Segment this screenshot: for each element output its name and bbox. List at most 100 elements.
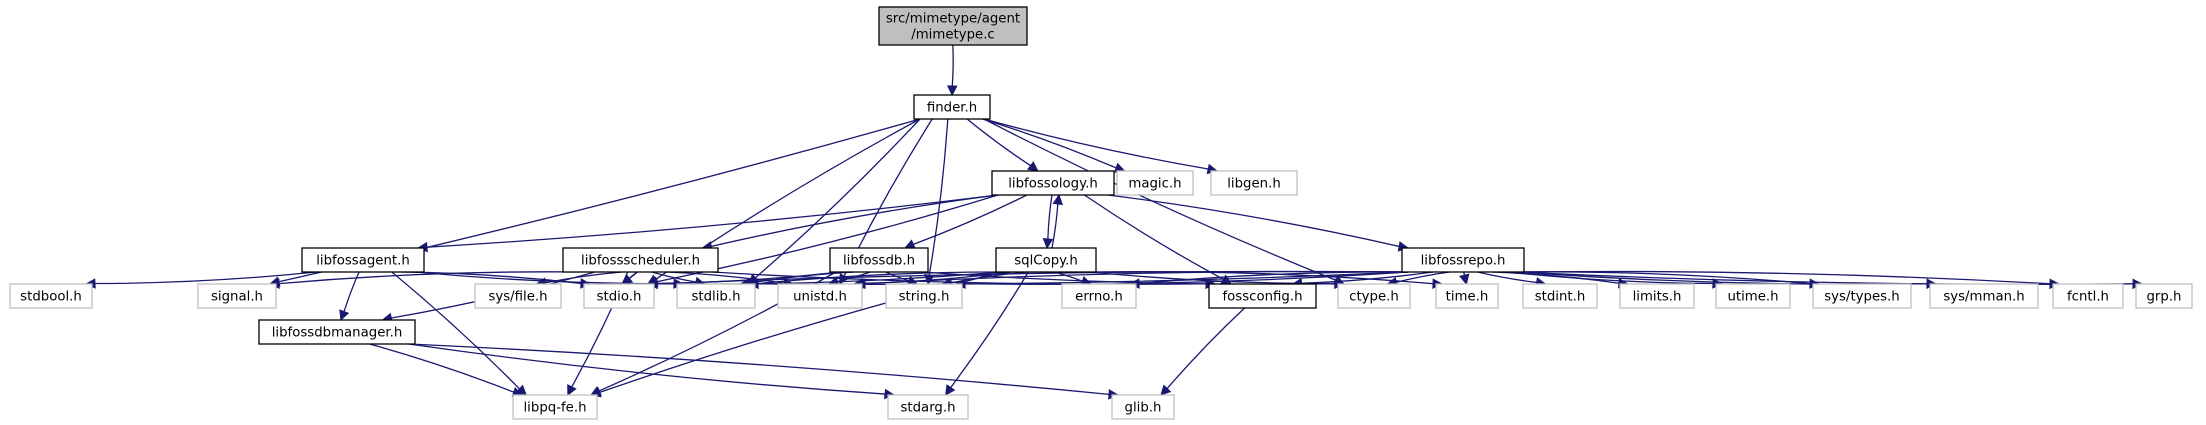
edge-line	[1107, 194, 1400, 248]
edge-line	[757, 271, 1003, 285]
edge-line	[408, 343, 1110, 396]
node-stdio: stdio.h	[583, 283, 655, 309]
node-libfossdb[interactable]: libfossdb.h	[829, 247, 929, 273]
node-box	[676, 283, 756, 309]
node-finder[interactable]: finder.h	[913, 94, 991, 120]
edge-arrowhead	[1160, 384, 1172, 396]
node-box	[1929, 283, 2039, 309]
edge-arrowhead	[621, 273, 633, 285]
node-box	[887, 394, 969, 420]
edge-line	[545, 271, 623, 284]
edge-finder-to-libfossology	[966, 118, 1039, 172]
node-label: errno.h	[1075, 290, 1123, 305]
node-fossconfig[interactable]: fossconfig.h	[1208, 283, 1317, 309]
edge-line	[1051, 203, 1059, 249]
node-sqlcopy[interactable]: sqlCopy.h	[995, 247, 1097, 273]
node-box	[1061, 283, 1137, 309]
edge-libfossagent-to-libfossdbmanager	[339, 271, 360, 322]
node-libfossagent[interactable]: libfossagent.h	[301, 247, 425, 273]
edge-arrowhead	[1459, 273, 1470, 286]
node-libfossdbmanager[interactable]: libfossdbmanager.h	[258, 319, 416, 345]
node-root[interactable]: src/mimetype/agent/mimetype.c	[878, 6, 1028, 46]
node-box	[1208, 283, 1317, 309]
edge-line	[391, 271, 521, 390]
node-label: string.h	[899, 290, 950, 305]
node-label: stdlib.h	[691, 290, 740, 305]
node-label: libfossology.h	[1008, 177, 1098, 192]
node-box	[829, 247, 929, 273]
edge-line	[278, 271, 580, 285]
node-label: libfossdb.h	[843, 254, 915, 269]
node-box	[512, 394, 598, 420]
edge-arrowhead	[945, 384, 956, 396]
edge-line	[1301, 271, 1434, 284]
edge-line	[343, 271, 360, 312]
edge-line	[651, 271, 697, 283]
edge-line	[94, 271, 317, 285]
node-string: string.h	[885, 283, 963, 309]
node-stdint: stdint.h	[1522, 283, 1598, 309]
node-limits: limits.h	[1619, 283, 1695, 309]
edge-line	[1517, 270, 2051, 285]
edge-arrowhead	[1027, 161, 1039, 172]
edge-arrowhead	[1042, 238, 1054, 250]
node-label: /mimetype.c	[911, 28, 995, 43]
node-label: src/mimetype/agent	[886, 12, 1020, 27]
node-label: sys/types.h	[1824, 290, 1900, 305]
node-signal: signal.h	[197, 283, 277, 309]
node-box	[995, 247, 1097, 273]
node-label: sqlCopy.h	[1014, 254, 1078, 269]
edge-libfossology-to-libfossrepo	[1107, 194, 1410, 252]
node-box	[1116, 170, 1194, 196]
node-label: libgen.h	[1227, 177, 1281, 192]
node-sysmman: sys/mman.h	[1929, 283, 2039, 309]
node-ctype: ctype.h	[1337, 283, 1411, 309]
edge-line	[426, 194, 999, 248]
edge-line	[755, 118, 921, 279]
edge-line	[1506, 271, 1714, 285]
node-label: libfossdbmanager.h	[272, 326, 403, 341]
node-label: glib.h	[1125, 401, 1162, 416]
edge-sqlcopy-to-stdarg	[945, 271, 1029, 396]
node-label: stdarg.h	[900, 401, 955, 416]
node-box	[991, 170, 1115, 196]
edge-line	[913, 194, 1028, 246]
edge-line	[951, 44, 954, 87]
node-fcntl: fcntl.h	[2052, 283, 2124, 309]
edge-libfossology-to-libfossdb	[904, 194, 1028, 250]
node-box	[913, 94, 991, 120]
header-nodes: src/mimetype/agent/mimetype.c finder.h lib…	[9, 6, 2193, 420]
edge-line	[983, 118, 1209, 170]
edge-sqlcopy-to-libfossology	[1051, 193, 1064, 249]
node-label: signal.h	[211, 290, 263, 305]
edge-root-to-finder	[946, 44, 958, 97]
node-box	[1210, 170, 1298, 196]
node-libfossology[interactable]: libfossology.h	[991, 170, 1115, 196]
node-box	[9, 283, 93, 309]
edge-libfossdbmanager-to-libpqfe	[369, 343, 524, 398]
edge-libfossscheduler-to-stdio	[621, 271, 638, 285]
node-box	[878, 6, 1028, 46]
node-box	[1401, 247, 1525, 273]
node-stdbool: stdbool.h	[9, 283, 93, 309]
node-box	[2052, 283, 2124, 309]
node-box	[2135, 283, 2193, 309]
edge-fossconfig-to-glib	[1160, 307, 1246, 396]
node-label: unistd.h	[793, 290, 847, 305]
edge-line	[982, 118, 1117, 169]
node-glib: glib.h	[1111, 394, 1175, 420]
node-box	[1522, 283, 1598, 309]
node-box	[1715, 283, 1791, 309]
node-box	[301, 247, 425, 273]
node-box	[562, 247, 719, 273]
edge-line	[1477, 271, 1537, 284]
node-libfossscheduler[interactable]: libfossscheduler.h	[562, 247, 719, 273]
node-sysfile: sys/file.h	[474, 283, 562, 309]
edge-line	[1138, 271, 1409, 285]
edge-arrowhead	[904, 239, 916, 250]
edge-line	[864, 270, 1409, 285]
edge-line	[711, 194, 999, 248]
node-libfossrepo[interactable]: libfossrepo.h	[1401, 247, 1525, 273]
node-box	[583, 283, 655, 309]
node-box	[777, 283, 863, 309]
